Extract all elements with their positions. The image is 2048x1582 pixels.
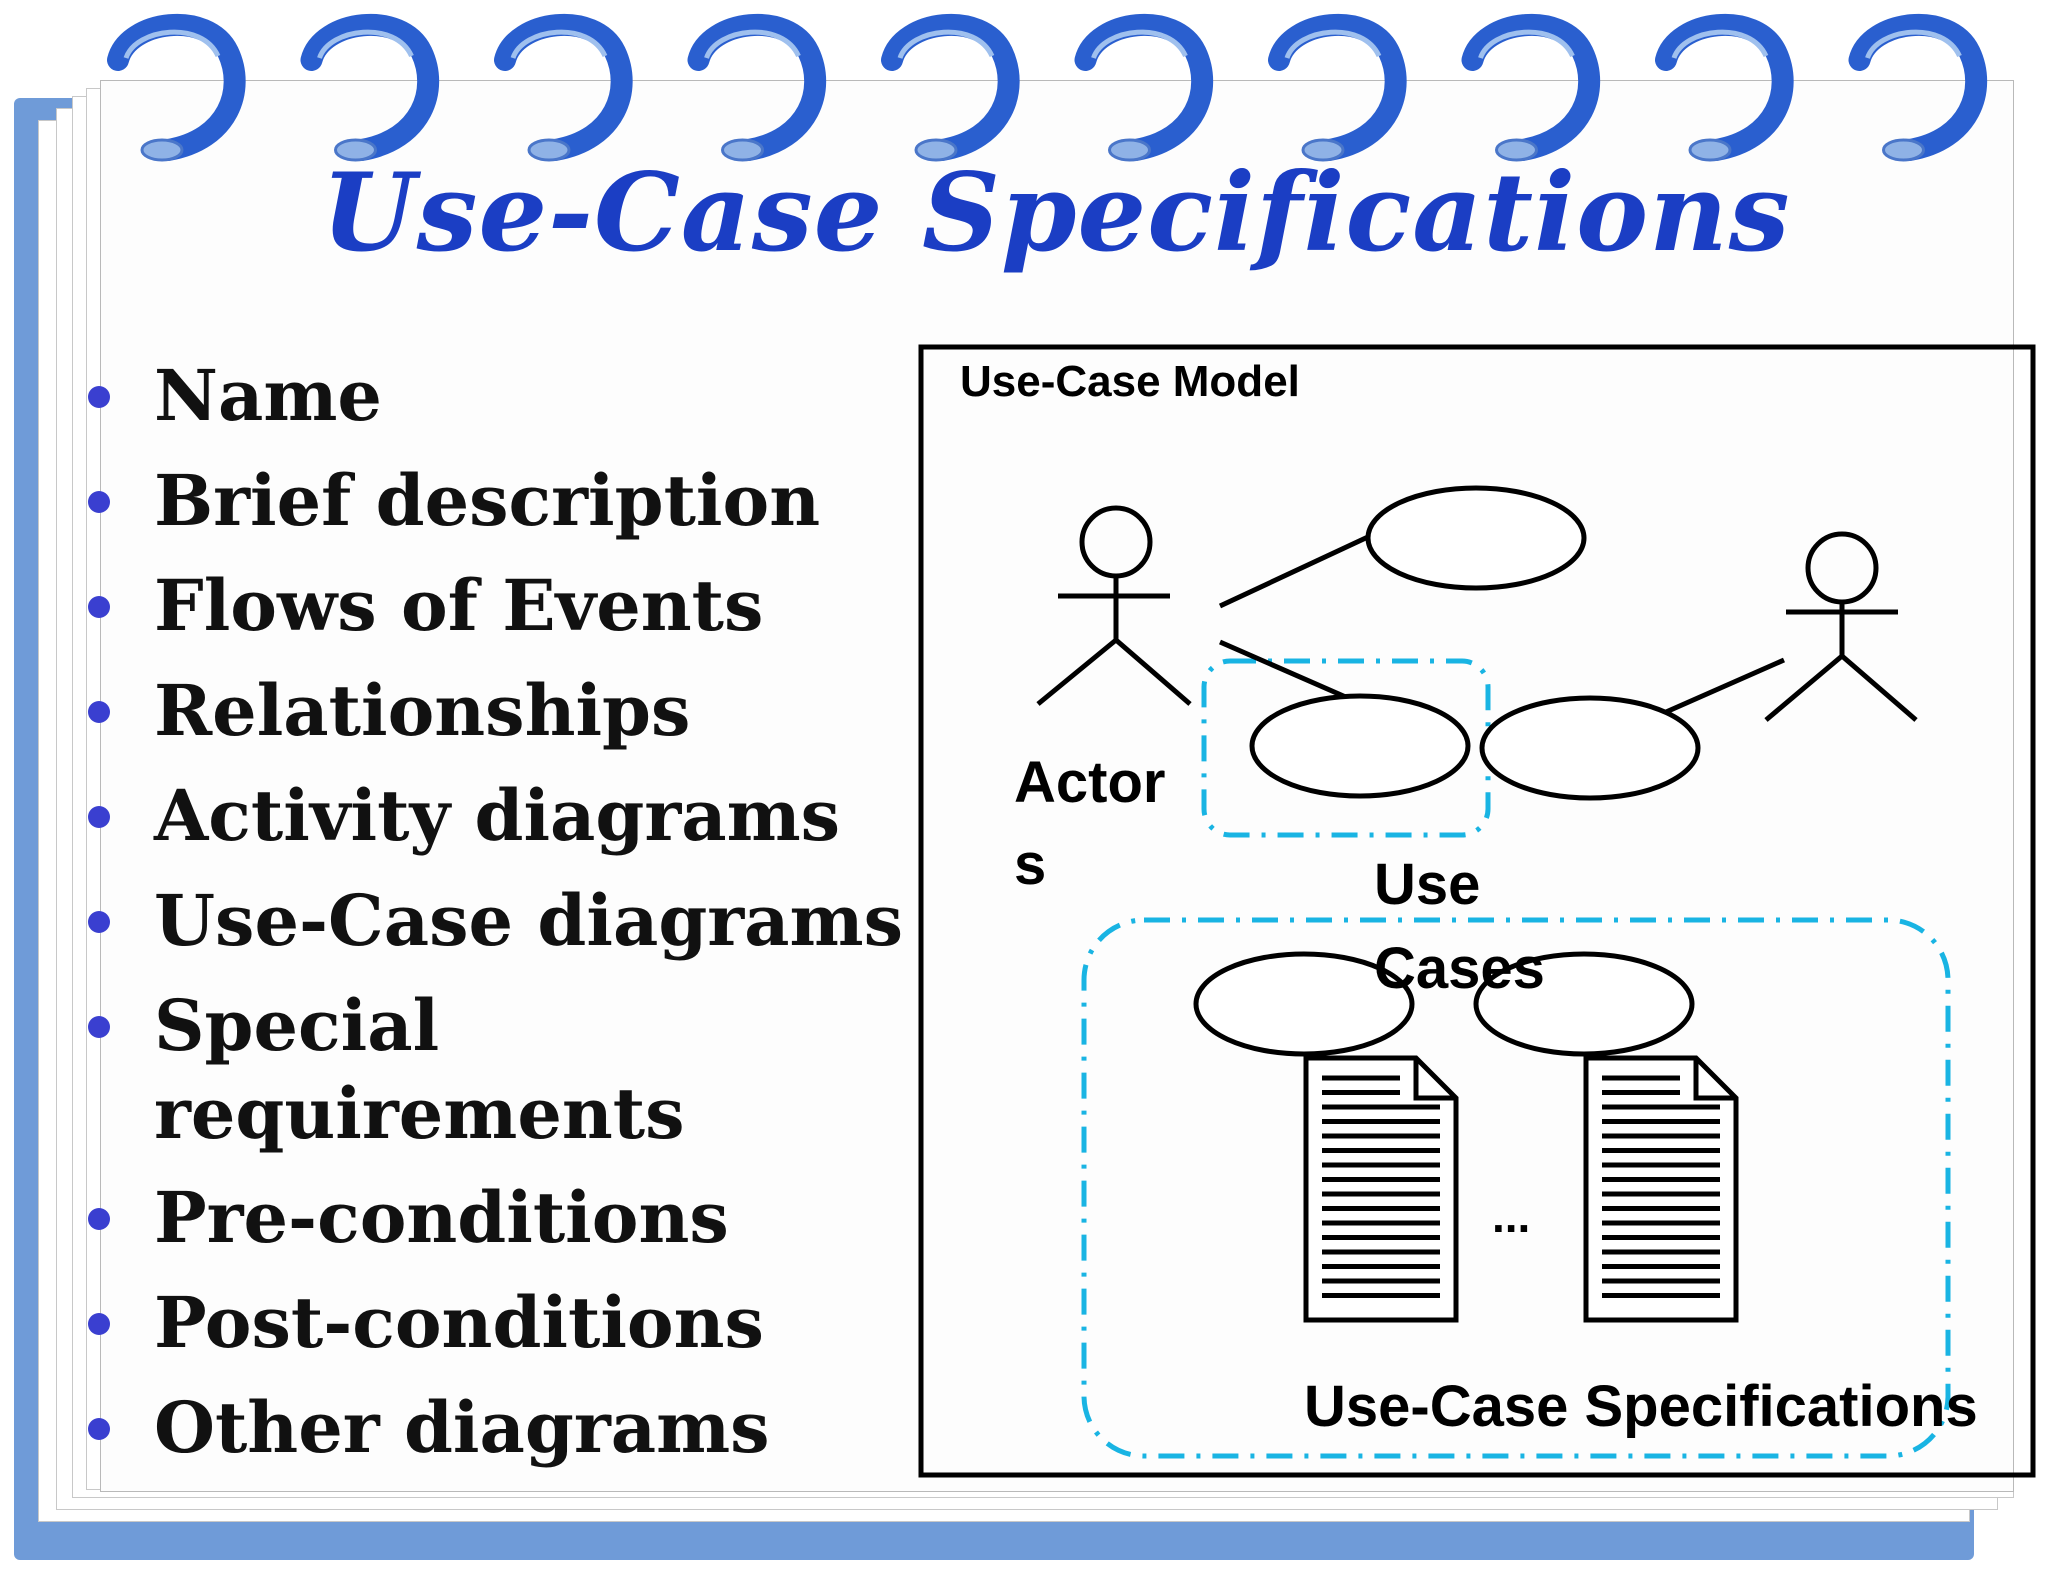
use-case-ellipse bbox=[1479, 695, 1701, 801]
slide-title: Use-Case Specifications bbox=[321, 150, 1791, 276]
spiral-binding bbox=[107, 13, 1988, 162]
model-label: Use-Case Model bbox=[960, 357, 1300, 406]
binding-ring bbox=[1461, 13, 1601, 162]
actor-figure-left bbox=[1036, 505, 1192, 706]
bullet-text: Pre-conditions bbox=[154, 1176, 729, 1259]
bullet-item: Activity diagrams bbox=[82, 772, 914, 877]
binding-ring bbox=[1655, 13, 1794, 162]
binding-ring bbox=[300, 13, 440, 162]
bullet-item: Flows of Events bbox=[82, 562, 914, 667]
bullet-text: Other diagrams bbox=[154, 1386, 770, 1469]
document-icon bbox=[1583, 1055, 1739, 1323]
ellipsis-label: ... bbox=[1492, 1190, 1530, 1242]
binding-ring bbox=[1848, 13, 1988, 162]
actor-figure-right bbox=[1764, 531, 1918, 722]
binding-ring bbox=[881, 13, 1020, 162]
actors-label-line1: Actor bbox=[1014, 750, 1165, 815]
specifications-label: Use-Case Specifications bbox=[1304, 1374, 1978, 1439]
document-icon bbox=[1303, 1055, 1459, 1323]
bullet-item: Special requirements bbox=[82, 982, 914, 1174]
bullet-dot bbox=[88, 1208, 110, 1230]
bullet-dot bbox=[88, 1313, 110, 1335]
association-line bbox=[1218, 533, 1372, 609]
bullet-text: Use-Case diagrams bbox=[154, 879, 903, 962]
association-line bbox=[1218, 639, 1350, 701]
bullet-dot bbox=[88, 806, 110, 828]
binding-ring bbox=[1268, 13, 1407, 162]
bullet-item: Pre-conditions bbox=[82, 1174, 914, 1279]
bullet-dot bbox=[88, 596, 110, 618]
use-case-ellipse bbox=[1193, 951, 1415, 1057]
actors-label-line2: s bbox=[1014, 832, 1046, 897]
binding-ring bbox=[1074, 13, 1214, 162]
use-case-ellipse bbox=[1365, 485, 1587, 591]
bullet-dot bbox=[88, 386, 110, 408]
binding-ring bbox=[687, 13, 827, 162]
bullet-text: Activity diagrams bbox=[154, 774, 841, 857]
bullet-list: Name Brief description Flows of Events R… bbox=[82, 352, 914, 1489]
bullet-item: Brief description bbox=[82, 457, 914, 562]
use-case-ellipse bbox=[1473, 951, 1695, 1057]
bullet-dot bbox=[88, 701, 110, 723]
bullet-item: Relationships bbox=[82, 667, 914, 772]
bullet-text: Post-conditions bbox=[154, 1281, 764, 1364]
bullet-text: Flows of Events bbox=[154, 564, 764, 647]
use-cases-label-line1: Use bbox=[1374, 852, 1480, 917]
binding-ring bbox=[494, 13, 633, 162]
bullet-item: Other diagrams bbox=[82, 1384, 914, 1489]
model-frame bbox=[918, 344, 2036, 1478]
bullet-dot bbox=[88, 1016, 110, 1038]
bullet-dot bbox=[88, 1418, 110, 1440]
bullet-item: Post-conditions bbox=[82, 1279, 914, 1384]
association-line bbox=[1664, 657, 1786, 715]
use-case-model-diagram: Use-Case Model Actor s Use Cases ... Use… bbox=[918, 344, 2036, 1478]
specifications-box bbox=[1081, 917, 1951, 1459]
bullet-text: Relationships bbox=[154, 669, 691, 752]
bullet-text: Special requirements bbox=[154, 984, 685, 1155]
bullet-text: Name bbox=[154, 354, 382, 437]
binding-ring bbox=[107, 13, 246, 162]
bullet-dot bbox=[88, 491, 110, 513]
use-case-ellipse bbox=[1249, 693, 1471, 799]
bullet-item: Name bbox=[82, 352, 914, 457]
bullet-item: Use-Case diagrams bbox=[82, 877, 914, 982]
bullet-dot bbox=[88, 911, 110, 933]
bullet-text: Brief description bbox=[154, 459, 821, 542]
use-cases-label-line2: Cases bbox=[1374, 936, 1545, 1001]
